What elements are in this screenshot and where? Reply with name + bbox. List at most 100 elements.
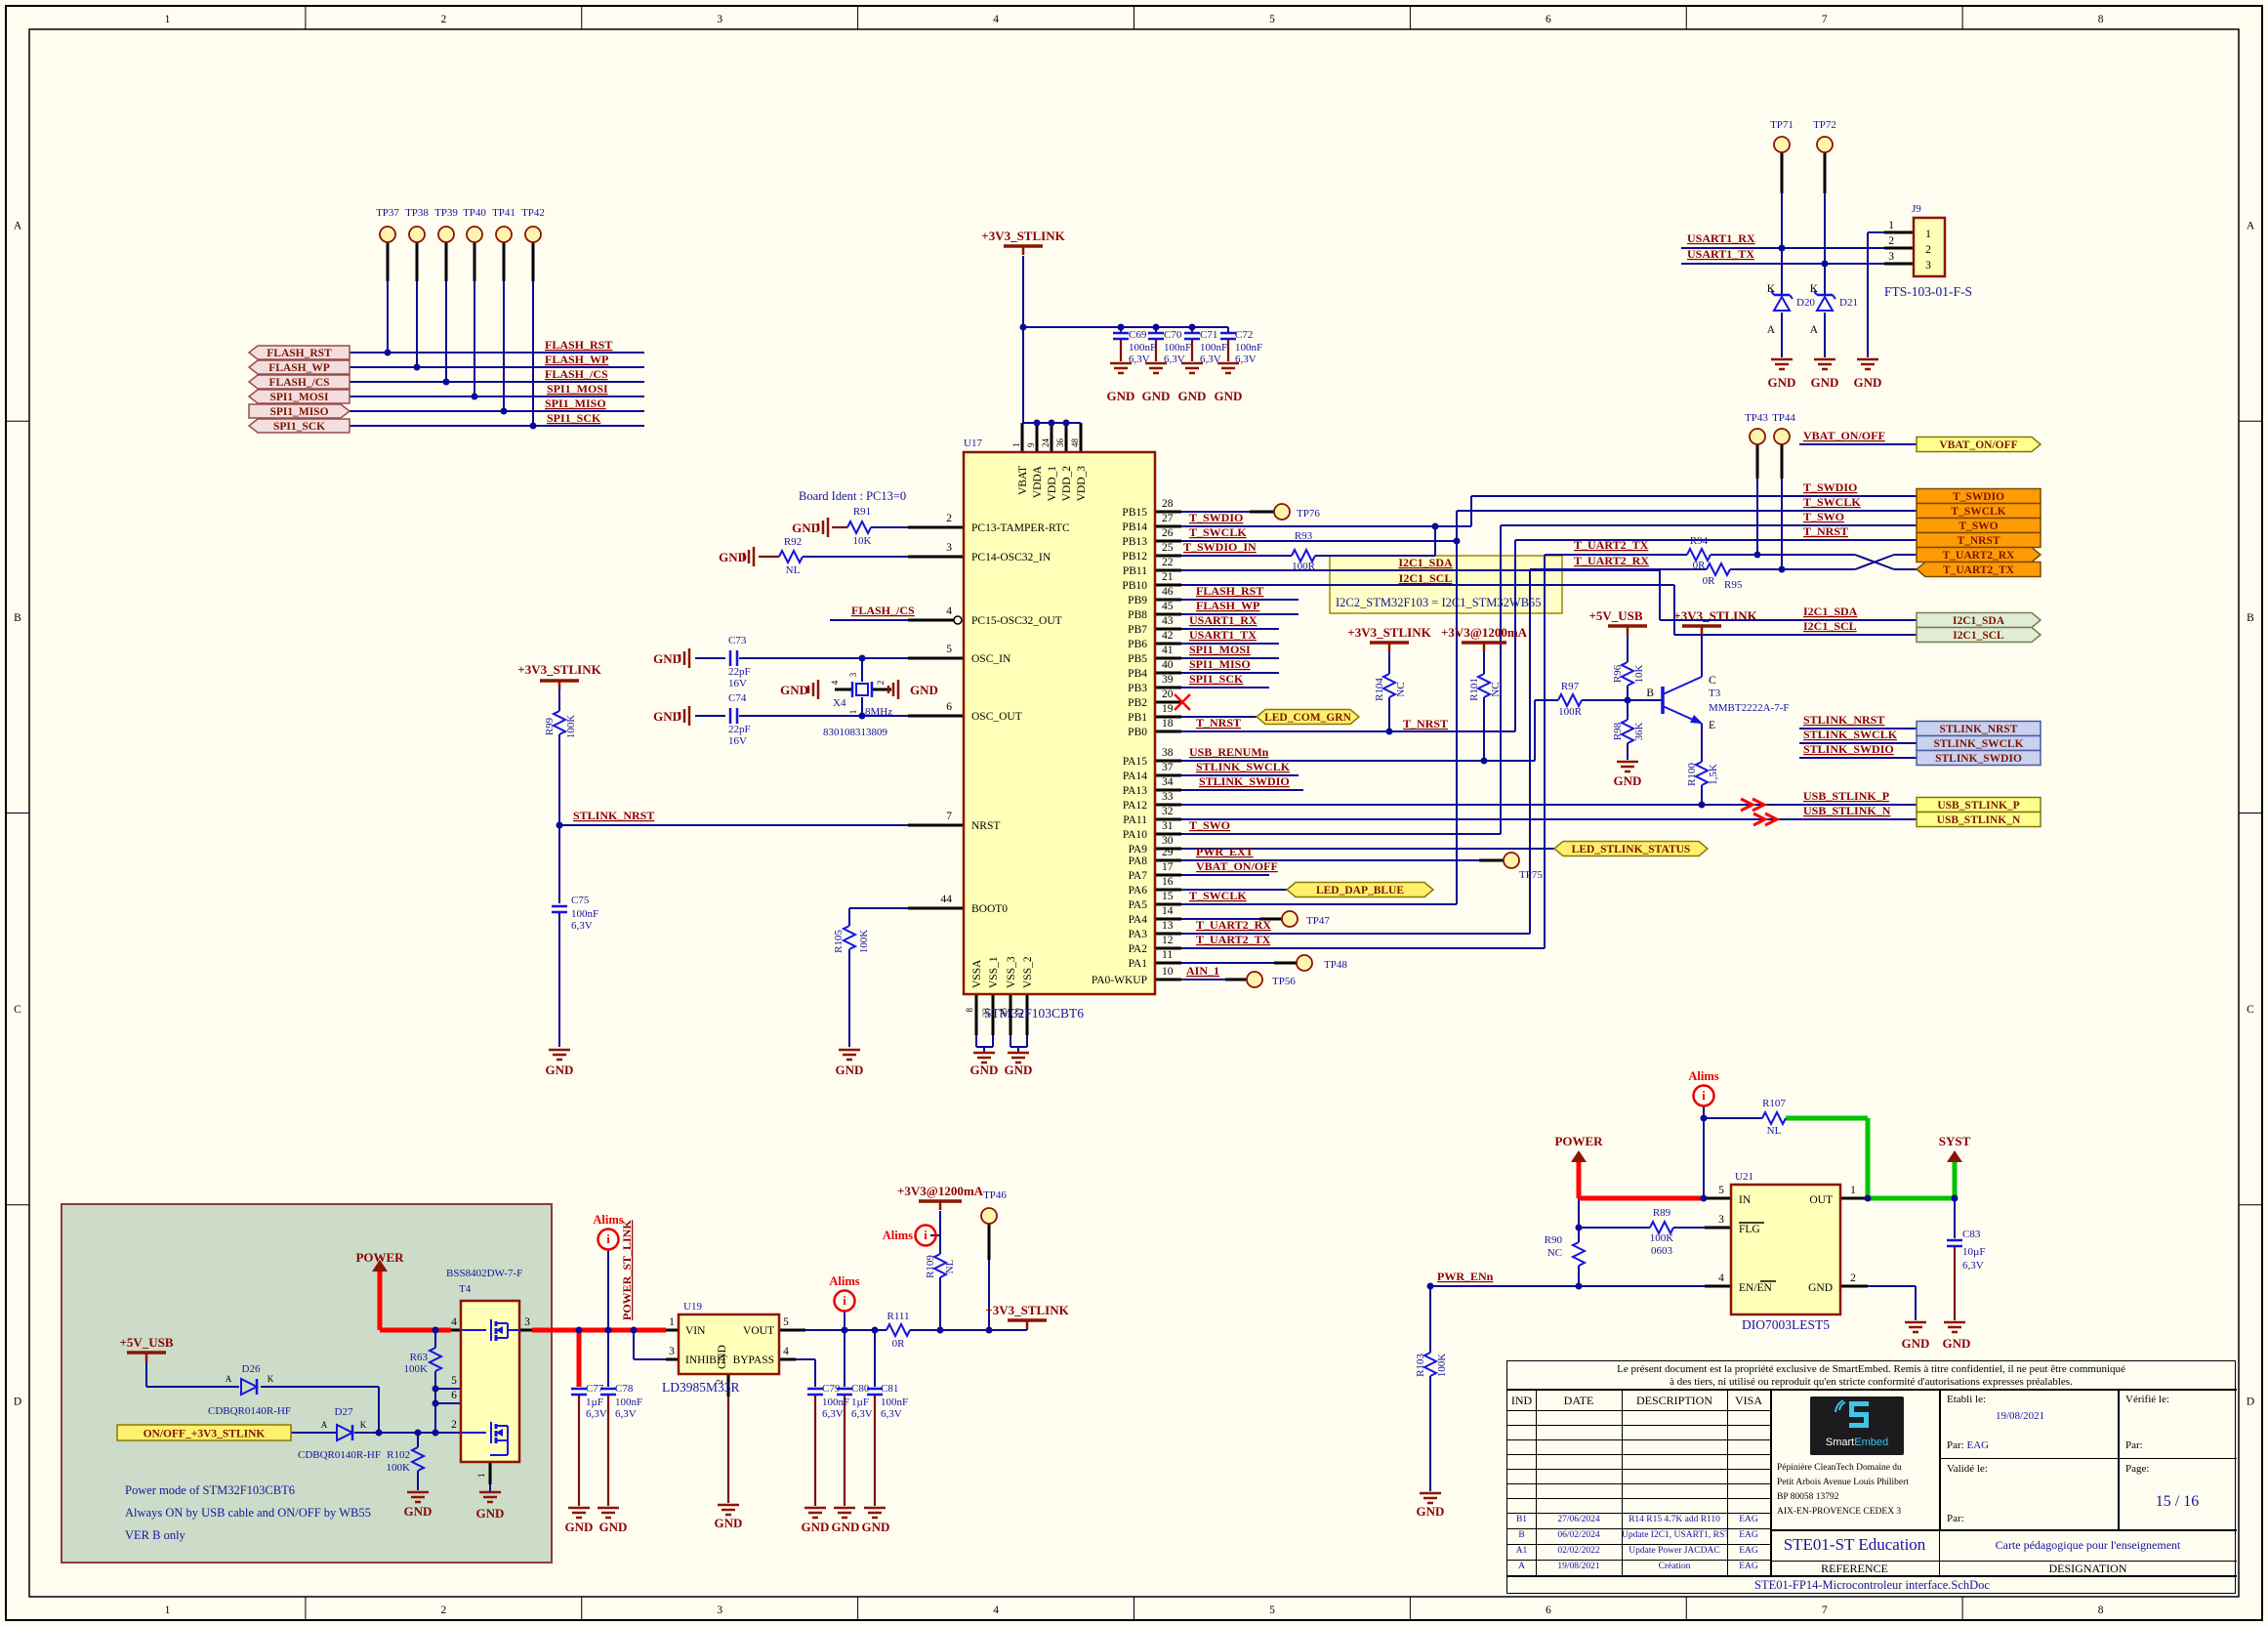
- alims-directive[interactable]: [914, 1224, 937, 1247]
- testpoint[interactable]: [1273, 503, 1291, 521]
- resistor[interactable]: [1706, 561, 1731, 578]
- testpoint[interactable]: [379, 226, 396, 243]
- resistor[interactable]: [409, 1446, 427, 1472]
- port-t-uart2-rx[interactable]: [1916, 546, 2042, 563]
- alims-directive[interactable]: [1692, 1084, 1715, 1107]
- testpoint[interactable]: [524, 226, 542, 243]
- harness-flash-cs[interactable]: [247, 374, 351, 390]
- label-vss-2: VSS_2: [1022, 956, 1034, 988]
- label-pa1: PA1: [1129, 958, 1148, 970]
- resistor[interactable]: [778, 548, 804, 565]
- label-c77: C77: [586, 1383, 604, 1395]
- resistor[interactable]: [886, 1321, 911, 1339]
- label-r105: R105: [833, 930, 845, 953]
- resistor[interactable]: [1649, 1219, 1674, 1236]
- resistor[interactable]: [1619, 661, 1636, 687]
- label-tp37: TP37: [376, 207, 399, 219]
- transistor-t3: [1690, 715, 1703, 724]
- tag-on-off-3v3-stlink[interactable]: [116, 1424, 292, 1441]
- harness-flash-rst[interactable]: [247, 345, 351, 360]
- resistor[interactable]: [931, 1253, 949, 1278]
- tag-led-dap-blue[interactable]: [1285, 881, 1435, 898]
- tag-led-stlink-status[interactable]: [1552, 840, 1710, 857]
- mcu-u17[interactable]: [962, 450, 1157, 996]
- label-44: 44: [941, 894, 953, 905]
- testpoint[interactable]: [495, 226, 513, 243]
- label-100nf: 100nF: [1164, 342, 1191, 354]
- alims-glyph: i: [843, 1294, 846, 1308]
- label-8: 8: [965, 1008, 974, 1013]
- regulator-u19[interactable]: [677, 1313, 781, 1376]
- harness-spi1-mosi[interactable]: [247, 389, 351, 404]
- alims-directive[interactable]: [833, 1289, 856, 1313]
- junction: [1575, 1282, 1583, 1290]
- testpoint[interactable]: [1246, 971, 1263, 988]
- resistor[interactable]: [846, 519, 872, 536]
- label-k: K: [268, 1374, 274, 1384]
- resistor[interactable]: [1686, 546, 1711, 563]
- resistor[interactable]: [1422, 1352, 1439, 1377]
- testpoint[interactable]: [437, 226, 455, 243]
- resistor[interactable]: [1291, 547, 1316, 564]
- testpoint[interactable]: [1503, 852, 1520, 869]
- resistor[interactable]: [1761, 1109, 1787, 1127]
- resistor[interactable]: [1381, 673, 1398, 698]
- port-i2c1-scl[interactable]: [1916, 626, 2042, 644]
- label-10k: 10K: [1633, 664, 1645, 683]
- harness-flash-wp[interactable]: [247, 359, 351, 375]
- label-4: 4: [830, 680, 840, 685]
- testpoint[interactable]: [1281, 910, 1299, 928]
- port-usb-stlink-n[interactable]: [1916, 811, 2041, 828]
- revision-A: Création: [1658, 1562, 1691, 1571]
- port-stlink-swdio[interactable]: [1916, 749, 2041, 767]
- port-t-nrst[interactable]: [1916, 531, 2041, 549]
- loadswitch-u21[interactable]: [1729, 1183, 1842, 1316]
- testpoint[interactable]: [1749, 428, 1766, 445]
- resistor[interactable]: [1619, 719, 1636, 744]
- label-830108313809: 830108313809: [823, 727, 888, 738]
- testpoint[interactable]: [980, 1207, 998, 1225]
- port-vbat-on-off[interactable]: [1916, 436, 2042, 453]
- label-e: E: [1709, 720, 1715, 731]
- diode[interactable]: [1815, 294, 1835, 312]
- label-2: 2: [1925, 244, 1931, 256]
- harness-label: FLASH_WP: [268, 362, 330, 374]
- connector-j9[interactable]: [1912, 216, 1947, 278]
- label-c75: C75: [571, 895, 590, 906]
- diode[interactable]: [336, 1423, 355, 1442]
- resistor[interactable]: [1475, 673, 1493, 698]
- alims-directive[interactable]: [597, 1228, 620, 1251]
- label-43: 43: [1162, 615, 1174, 627]
- testpoint[interactable]: [1816, 136, 1834, 153]
- label-t-swclk: T_SWCLK: [1189, 889, 1247, 902]
- testpoint[interactable]: [1773, 428, 1791, 445]
- testpoint[interactable]: [408, 226, 426, 243]
- label-power-st-link: POWER_ST_LINK: [620, 1220, 634, 1320]
- resistor[interactable]: [1557, 691, 1583, 709]
- label-d20: D20: [1796, 297, 1815, 309]
- crystal[interactable]: [855, 683, 869, 696]
- label-dio7003lest5: DIO7003LEST5: [1742, 1317, 1830, 1332]
- junction: [936, 1326, 944, 1334]
- testpoint[interactable]: [1296, 954, 1313, 972]
- port-i2c1-sda[interactable]: [1916, 611, 2042, 629]
- resistor[interactable]: [1570, 1241, 1588, 1267]
- resistor[interactable]: [841, 925, 858, 950]
- resistor[interactable]: [551, 710, 568, 735]
- resistor[interactable]: [1693, 761, 1711, 786]
- testpoint[interactable]: [1773, 136, 1791, 153]
- testpoint[interactable]: [466, 226, 483, 243]
- label-vdd-2: VDD_2: [1061, 466, 1073, 502]
- port-t-uart2-tx[interactable]: [1915, 561, 2041, 578]
- harness-spi1-miso[interactable]: [248, 403, 351, 419]
- harness-spi1-sck[interactable]: [247, 418, 351, 434]
- label-1: 1: [476, 1474, 486, 1479]
- resistor[interactable]: [427, 1347, 444, 1372]
- diode[interactable]: [240, 1377, 260, 1397]
- label-alims: Alims: [829, 1274, 859, 1288]
- tag-led-com-grn[interactable]: [1255, 708, 1361, 726]
- label-nc: NC: [1395, 682, 1407, 696]
- label-36: 36: [1055, 438, 1065, 448]
- diode[interactable]: [1772, 294, 1792, 312]
